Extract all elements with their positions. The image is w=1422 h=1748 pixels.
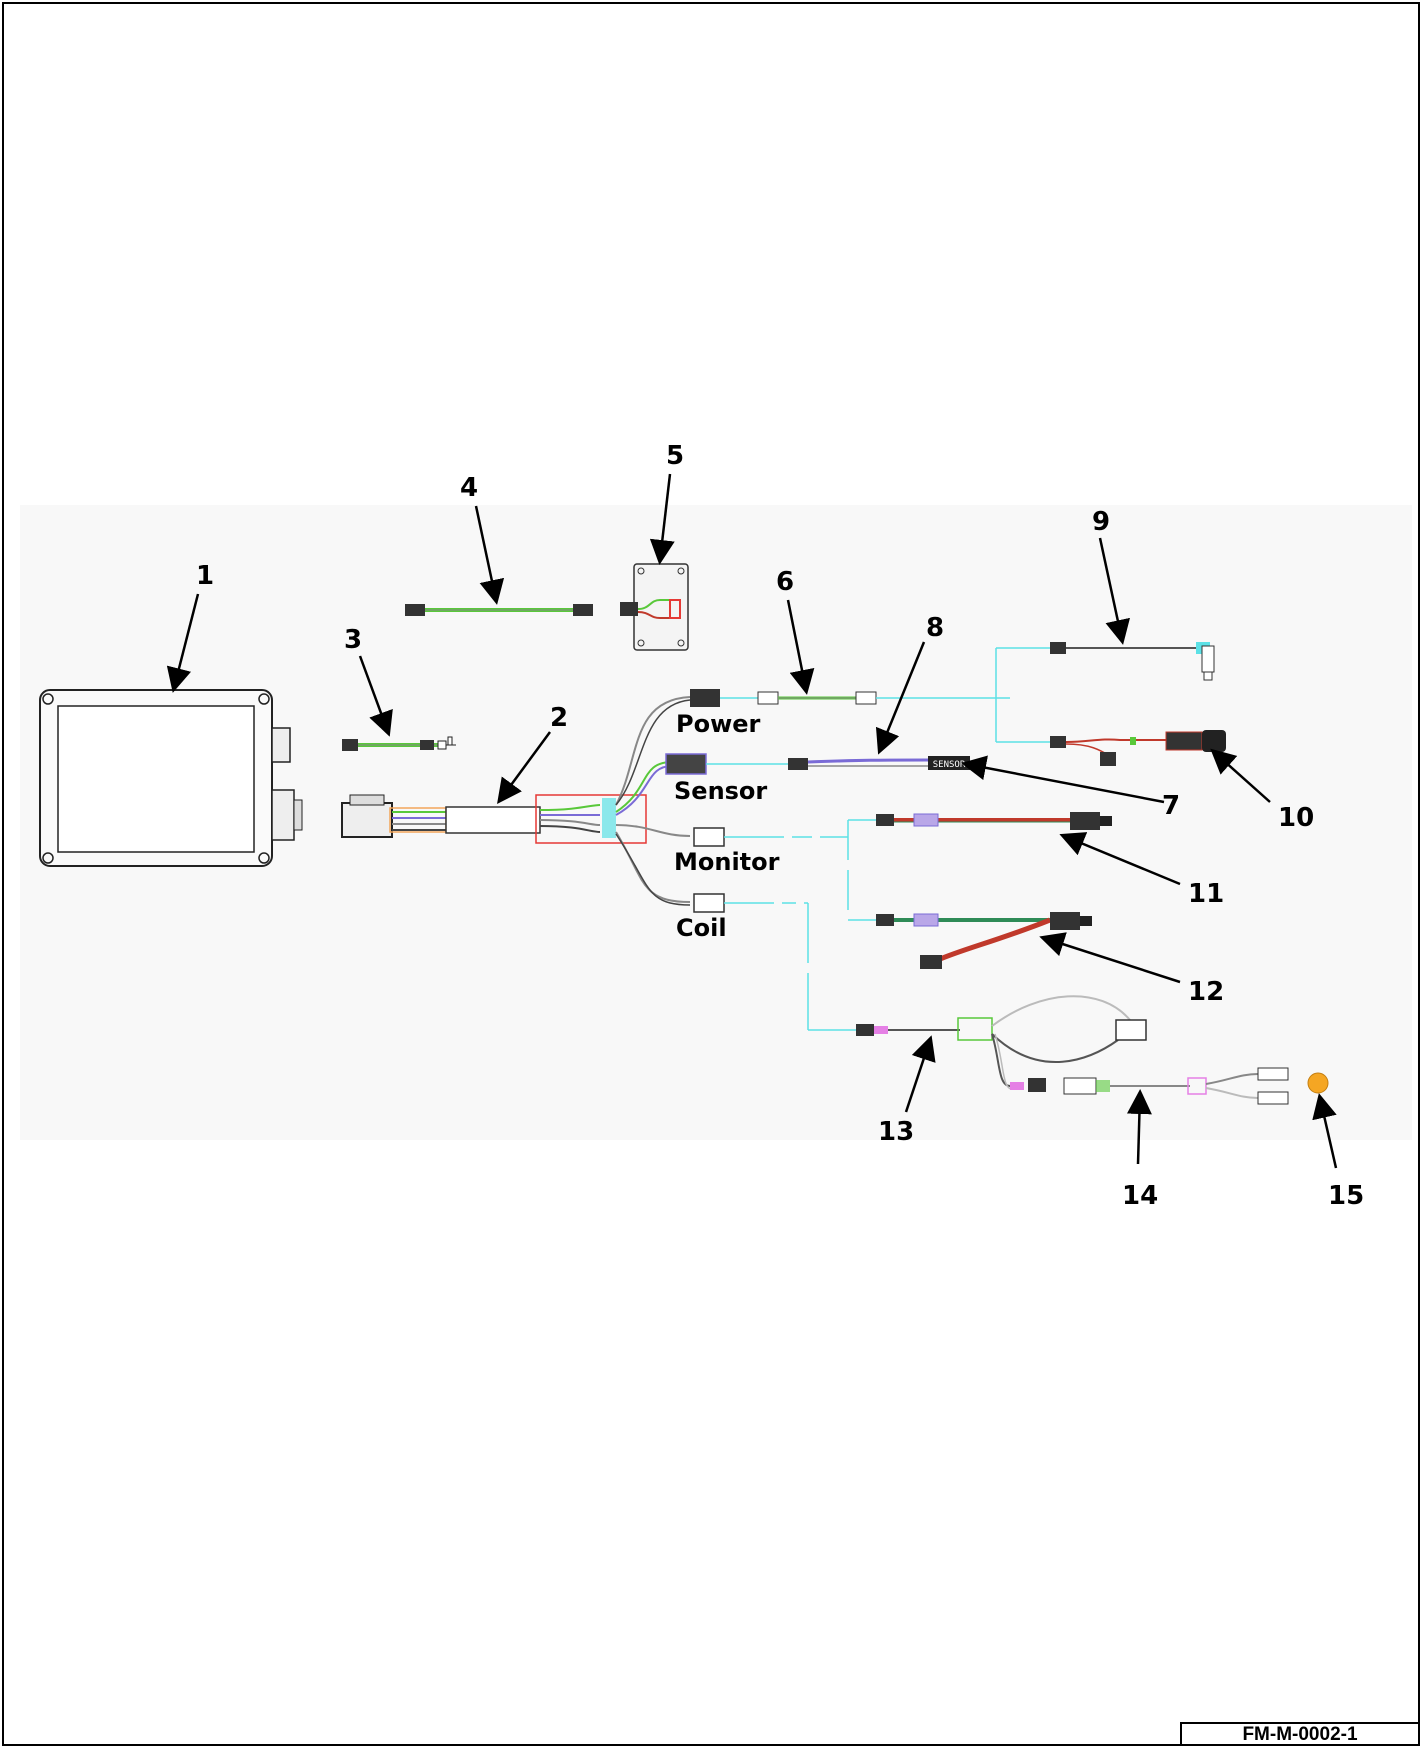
label-power: Power [676,710,761,738]
part-14-cable[interactable] [1063,1067,1289,1105]
callout-2: 2 [550,703,568,733]
callout-12: 12 [1188,977,1224,1007]
callout-3: 3 [344,625,362,655]
document-id-box: FM-M-0002-1 [1180,1722,1418,1746]
callout-9: 9 [1092,507,1110,537]
part-8-sensor-cable[interactable]: SENSOR [706,756,970,770]
callout-6: 6 [776,567,794,597]
part-13-coil-harness[interactable] [856,995,1147,1092]
callout-10: 10 [1278,803,1314,833]
callout-13: 13 [878,1117,914,1147]
callout-8: 8 [926,613,944,643]
coil-run [724,902,856,1031]
part-12-cable[interactable] [876,912,1092,969]
callout-11: 11 [1188,879,1224,909]
part-1-controller[interactable] [39,689,303,867]
part-2-main-harness[interactable] [341,689,725,913]
label-coil: Coil [676,914,727,942]
sensor-tag-label: SENSOR [933,760,966,770]
callout-leaders [166,473,1338,1169]
callout-5: 5 [666,441,684,471]
part-6-power-cable[interactable] [720,691,996,705]
part-15-marker[interactable] [1307,1072,1329,1094]
callout-7: 7 [1162,791,1180,821]
callout-1: 1 [196,561,214,591]
part-4-extension-cable[interactable] [405,604,593,616]
label-monitor: Monitor [674,848,780,876]
label-sensor: Sensor [674,777,767,805]
part-11-cable[interactable] [876,812,1112,830]
callout-4: 4 [460,473,478,503]
callout-14: 14 [1122,1181,1158,1211]
monitor-run [724,819,876,921]
part-9-10-splitter[interactable] [995,642,1226,766]
part-3-lead[interactable] [342,736,456,751]
callout-15: 15 [1328,1181,1364,1211]
